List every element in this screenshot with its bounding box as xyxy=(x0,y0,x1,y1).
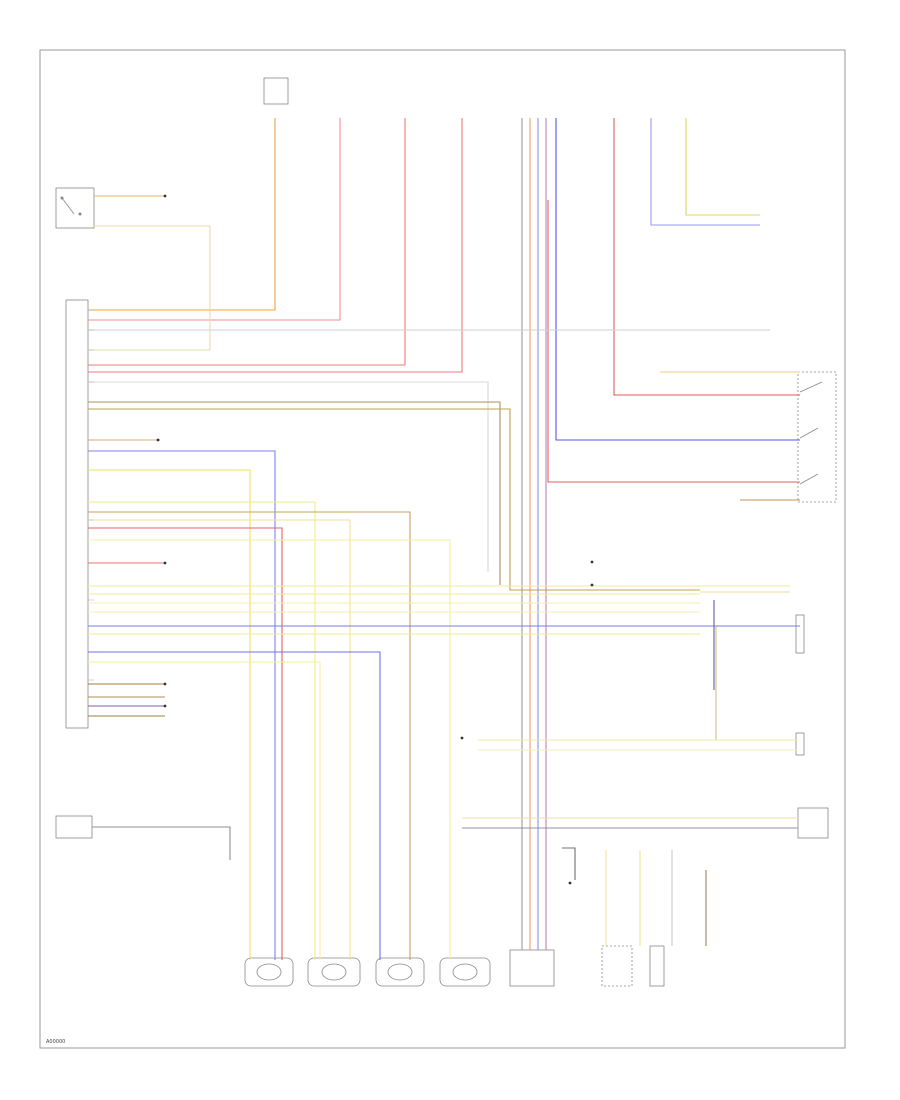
wheel-speed-sensor-rr xyxy=(307,957,361,987)
wheel-speed-sensor-lr xyxy=(375,957,425,987)
rear-height-sensor-r xyxy=(601,945,633,987)
wheel-speed-sensor-rf xyxy=(439,957,491,987)
pressure-sensor-box xyxy=(55,815,93,839)
hydraulic-unit-box xyxy=(509,949,555,987)
yaw-sensor-connector xyxy=(795,732,805,756)
diagram-frame xyxy=(39,49,846,1049)
power-source-box xyxy=(263,77,289,105)
brake-light-connector xyxy=(795,614,805,654)
diagram-code: A00000 xyxy=(46,1039,66,1045)
wheel-speed-sensor-lf xyxy=(244,957,294,987)
rear-height-sensor-l xyxy=(649,945,665,987)
stability-control-module xyxy=(65,299,89,729)
junction-dots xyxy=(156,194,594,885)
module-pin-ticks xyxy=(88,309,94,681)
brake-switch-component xyxy=(55,187,95,229)
wires xyxy=(88,118,800,960)
brake-pedal-switch-group xyxy=(797,371,837,503)
rear-sensor-box xyxy=(797,807,829,839)
